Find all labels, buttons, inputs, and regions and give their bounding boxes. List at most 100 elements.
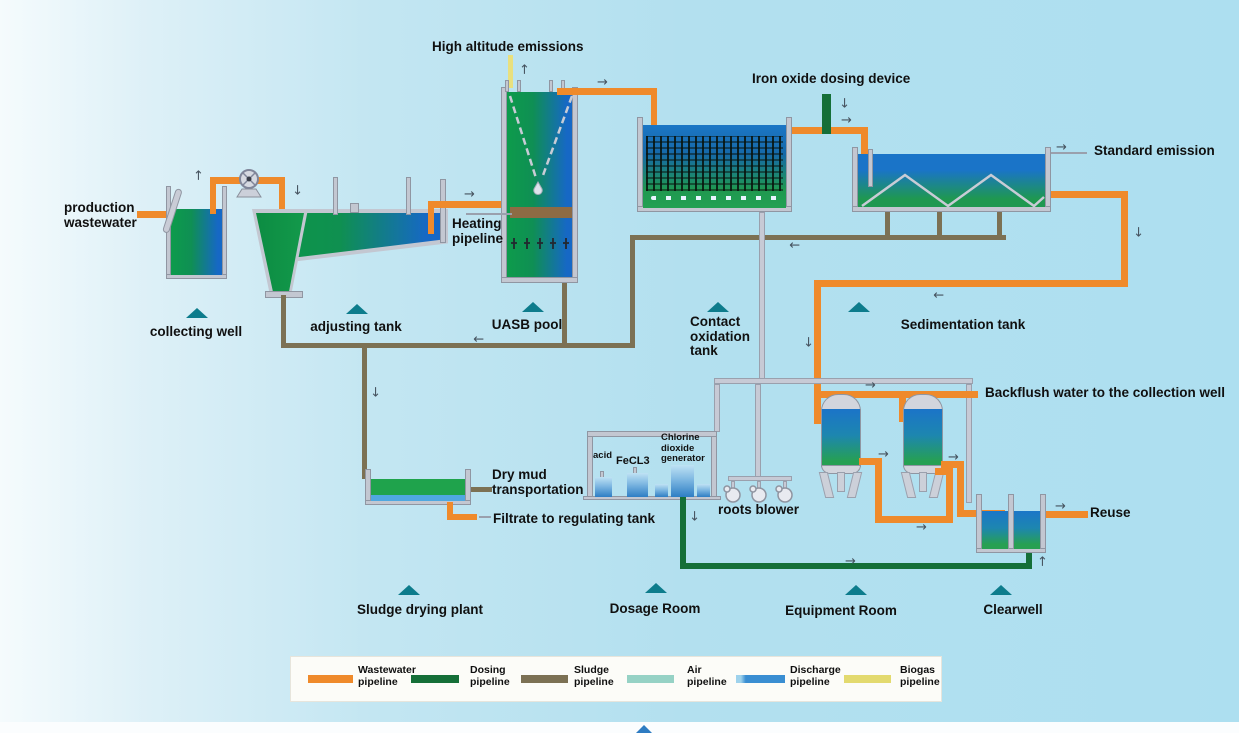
wastewater-pipe [859, 458, 881, 465]
wastewater-pipe [935, 468, 949, 475]
adjusting-tank-tab [350, 203, 359, 213]
label-line: production [64, 200, 135, 215]
legend-swatch-wastewater [308, 675, 353, 683]
flow-arrow-icon [878, 448, 894, 461]
vessel-leg [900, 472, 917, 498]
filter-vessel-body [821, 409, 861, 467]
unit-marker-triangle-icon [522, 302, 544, 312]
high-altitude-emissions-label: High altitude emissions [432, 39, 584, 54]
sludge-pipe [281, 343, 635, 348]
wastewater-pipe [428, 201, 534, 208]
backflush-label: Backflush water to the collection well [985, 385, 1226, 400]
flow-arrow-icon [464, 188, 480, 201]
collecting-well-water [171, 209, 222, 275]
drying-plant-filtrate-layer [371, 495, 465, 501]
flow-arrow-icon [916, 521, 932, 534]
wastewater-pipe [651, 88, 657, 140]
uasb-nozzle [549, 80, 553, 92]
wastewater-pipe [428, 204, 434, 234]
unit-marker-triangle-icon [398, 585, 420, 595]
flow-arrow-icon [468, 332, 484, 345]
chem-tank [655, 484, 668, 497]
sludge-pipe [885, 211, 890, 237]
air-pipe [755, 384, 761, 478]
wastewater-pipe [899, 396, 906, 422]
dry-mud-label: Dry mud transportation [492, 467, 584, 497]
label-line: pipeline [358, 675, 398, 688]
flow-arrow-icon [802, 337, 815, 353]
dosage-room-label: Dosage Room [609, 601, 701, 616]
collecting-well-label: collecting well [149, 324, 243, 339]
heating-bar [510, 207, 572, 218]
adjusting-tank-post [333, 177, 338, 215]
unit-marker-triangle-icon [346, 304, 368, 314]
air-pipe [714, 378, 973, 384]
clearwell-water [1014, 511, 1040, 549]
bio-media-grid [646, 136, 783, 191]
vessel-leg [919, 472, 927, 492]
uasb-bottom [501, 277, 578, 283]
clearwell-water [982, 511, 1008, 549]
legend-swatch-dosing [411, 675, 459, 683]
equipment-room-label: Equipment Room [785, 603, 897, 618]
flow-arrow-icon [1037, 551, 1050, 567]
label-line: Contact [690, 314, 741, 329]
sludge-pipe [997, 211, 1002, 237]
vessel-leg [846, 472, 863, 498]
label-line: Air [687, 664, 702, 676]
label-line: generator [661, 453, 705, 464]
wastewater-pipe [875, 458, 882, 523]
chlorine-dioxide-generator-tank [671, 465, 694, 497]
unit-marker-triangle-icon [186, 308, 208, 318]
dosing-pipe [1026, 551, 1032, 568]
fecl3-label: FeCL3 [616, 455, 650, 467]
dry-mud-pipe [471, 487, 492, 492]
backflush-pipe [814, 391, 978, 398]
wastewater-pipe [814, 280, 1128, 287]
label-line: Sludge [574, 664, 610, 676]
filtrate-label: Filtrate to regulating tank [493, 511, 656, 526]
legend-label: Wastewater pipeline [358, 664, 416, 688]
biogas-pipe [508, 55, 513, 88]
legend-swatch-biogas [844, 675, 891, 683]
legend-swatch-air [627, 675, 674, 683]
filtrate-leader [479, 516, 491, 518]
dosage-room-floor [583, 496, 721, 500]
flow-arrow-icon [784, 238, 800, 251]
heating-pipeline-label: Heating pipeline [452, 216, 503, 246]
sludge-pipe [562, 281, 567, 345]
uasb-nozzle [517, 80, 521, 92]
flow-arrow-icon [688, 511, 701, 527]
dosing-pipe [680, 497, 686, 569]
wastewater-pipe [279, 177, 285, 217]
label-line: wastewater [64, 214, 137, 230]
flow-arrow-icon [865, 379, 881, 392]
legend-label: Discharge pipeline [790, 664, 841, 688]
wastewater-pipe [210, 179, 216, 214]
flow-arrow-icon [928, 288, 944, 301]
sludge-pipe [281, 295, 286, 347]
flow-arrow-icon [519, 59, 532, 75]
drying-plant-sludge [371, 479, 465, 497]
legend-label: Dosing pipeline [470, 664, 510, 688]
flow-arrow-icon [369, 387, 382, 403]
wastewater-pipe [557, 88, 657, 95]
sludge-pipe [937, 211, 942, 237]
sludge-drying-plant-label: Sludge drying plant [356, 602, 483, 617]
wastewater-pipe [861, 127, 868, 168]
flow-arrow-icon [597, 76, 613, 89]
vessel-leg [928, 472, 945, 498]
wastewater-pipe [957, 461, 964, 517]
acid-tank [595, 477, 612, 497]
flow-arrow-icon [838, 98, 851, 114]
label-line: oxidation [690, 328, 750, 344]
filtrate-pipe [447, 502, 453, 519]
label-line: pipeline [790, 675, 830, 688]
sedimentation-water [858, 154, 1045, 207]
label-line: Biogas [900, 664, 936, 676]
iron-oxide-dosing-label: Iron oxide dosing device [752, 71, 911, 86]
air-pipe [714, 384, 720, 432]
unit-marker-triangle-icon [707, 302, 729, 312]
fecl3-tank [627, 473, 648, 497]
sludge-pipe [362, 346, 367, 479]
